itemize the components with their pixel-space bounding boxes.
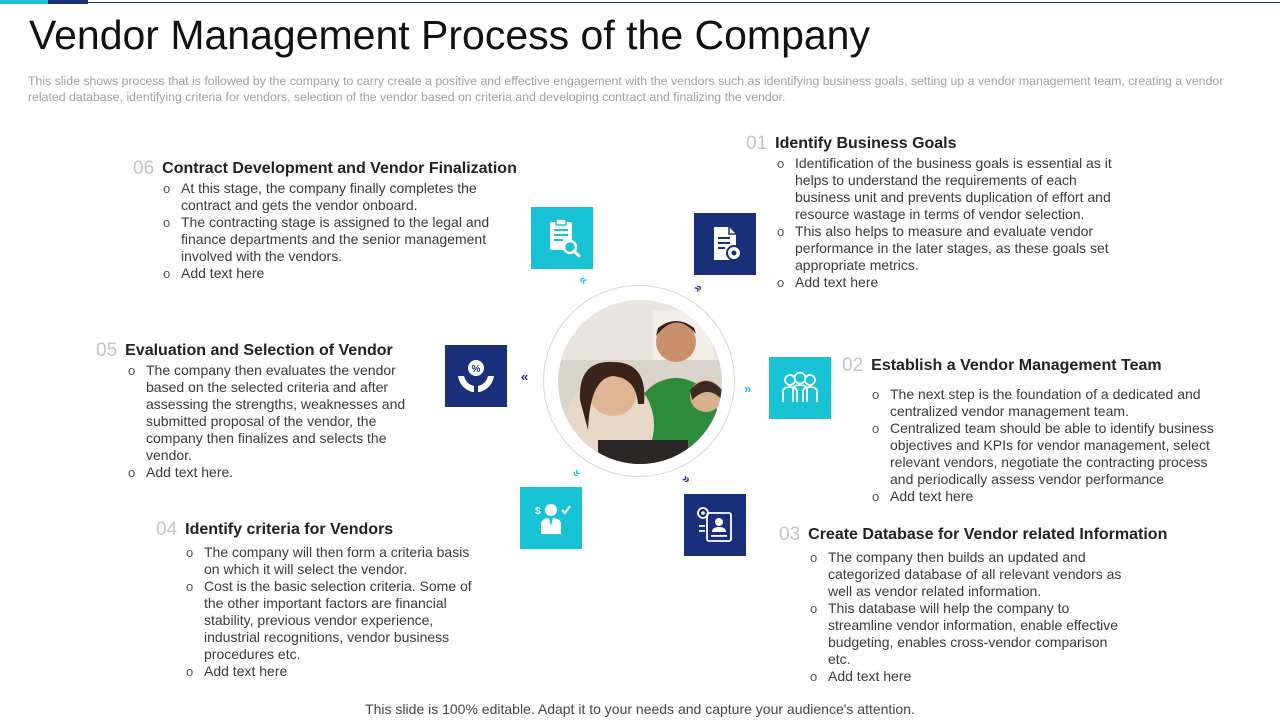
bullet-item: The contracting stage is assigned to the… [163,214,493,265]
step-05-number: 05 [96,340,118,361]
chevron-arrow-icon: « [568,464,583,481]
bullet-item: The company then builds an updated and c… [810,549,1130,600]
bullet-item: Add text here. [128,464,413,481]
step-03-header: 03 Create Database for Vendor related Inf… [779,525,1179,545]
database-profile-icon [697,507,732,542]
step-05-icon-tile: % [445,345,507,407]
step-03-bullets: The company then builds an updated and c… [810,549,1130,685]
bullet-item: Add text here [186,663,486,680]
step-03-number: 03 [779,524,801,545]
bullet-item: Add text here [163,265,493,282]
step-02-icon-tile [769,357,831,419]
svg-text:$: $ [535,506,541,517]
step-01-bullets: Identification of the business goals is … [777,155,1117,291]
bullet-item: The company then evaluates the vendor ba… [128,362,413,464]
team-icon [782,371,818,402]
step-01-icon-tile [694,213,756,275]
svg-text:%: % [472,364,481,375]
step-01-title: Identify Business Goals [775,135,957,152]
step-06-bullets: At this stage, the company finally compl… [163,180,493,282]
step-04-icon-tile: $ [520,487,582,549]
businessman-criteria-icon: $ [535,504,571,534]
bullet-item: The next step is the foundation of a ded… [872,386,1217,420]
step-06-header: 06 Contract Development and Vendor Finali… [133,159,518,179]
accent-line [88,2,1280,3]
team-photo-illustration [558,300,722,464]
step-06-title: Contract Development and Vendor Finaliza… [162,160,517,177]
chevron-arrow-icon: « [521,369,529,384]
accent-segment-navy [48,0,88,4]
chevron-arrow-icon: » [744,381,752,396]
slide-footer: This slide is 100% editable. Adapt it to… [365,701,915,717]
step-04-bullets: The company will then form a criteria ba… [186,544,486,680]
step-01-header: 01 Identify Business Goals [746,134,1126,154]
step-02-header: 02 Establish a Vendor Management Team [842,356,1232,376]
chevron-arrow-icon: » [690,279,705,296]
step-04-number: 04 [156,519,178,540]
step-03-icon-tile [684,494,746,556]
step-05: 05 Evaluation and Selection of Vendor The… [96,341,416,482]
chevron-arrow-icon: » [679,470,694,487]
step-05-header: 05 Evaluation and Selection of Vendor [96,341,416,361]
bullet-item: Add text here [777,274,1117,291]
step-03: 03 Create Database for Vendor related Inf… [779,525,1179,686]
center-circle-ring [543,285,735,477]
step-02-title: Establish a Vendor Management Team [871,357,1162,374]
chevron-arrow-icon: « [576,271,591,288]
step-02: 02 Establish a Vendor Management Team The… [842,356,1232,506]
slide-title: Vendor Management Process of the Company [29,12,870,58]
bullet-item: This also helps to measure and evaluate … [777,223,1117,274]
team-photo [558,300,722,464]
bullet-item: This database will help the company to s… [810,600,1130,668]
bullet-item: Add text here [872,488,1217,505]
bullet-item: At this stage, the company finally compl… [163,180,493,214]
slide-subtitle: This slide shows process that is followe… [28,74,1224,104]
top-accent-bar [0,0,1280,4]
bullet-item: Add text here [810,668,1130,685]
hands-percent-icon: % [458,360,494,392]
bullet-item: Cost is the basic selection criteria. So… [186,578,486,663]
step-04: 04 Identify criteria for Vendors The comp… [156,520,506,681]
step-01-number: 01 [746,133,768,154]
step-01: 01 Identify Business Goals Identification… [746,134,1126,292]
step-06-number: 06 [133,158,155,179]
accent-segment-cyan [0,0,48,4]
step-02-bullets: The next step is the foundation of a ded… [872,386,1217,505]
step-05-title: Evaluation and Selection of Vendor [125,342,393,359]
step-06-icon-tile [531,207,593,269]
bullet-item: Centralized team should be able to ident… [872,420,1217,488]
step-03-title: Create Database for Vendor related Infor… [808,526,1168,543]
document-gear-icon [714,227,742,261]
bullet-item: Identification of the business goals is … [777,155,1117,223]
step-02-number: 02 [842,355,864,376]
clipboard-search-icon [550,218,581,258]
bullet-item: The company will then form a criteria ba… [186,544,486,578]
step-06: 06 Contract Development and Vendor Finali… [133,159,518,283]
step-04-title: Identify criteria for Vendors [185,521,394,538]
step-04-header: 04 Identify criteria for Vendors [156,520,506,540]
step-05-bullets: The company then evaluates the vendor ba… [128,362,413,481]
